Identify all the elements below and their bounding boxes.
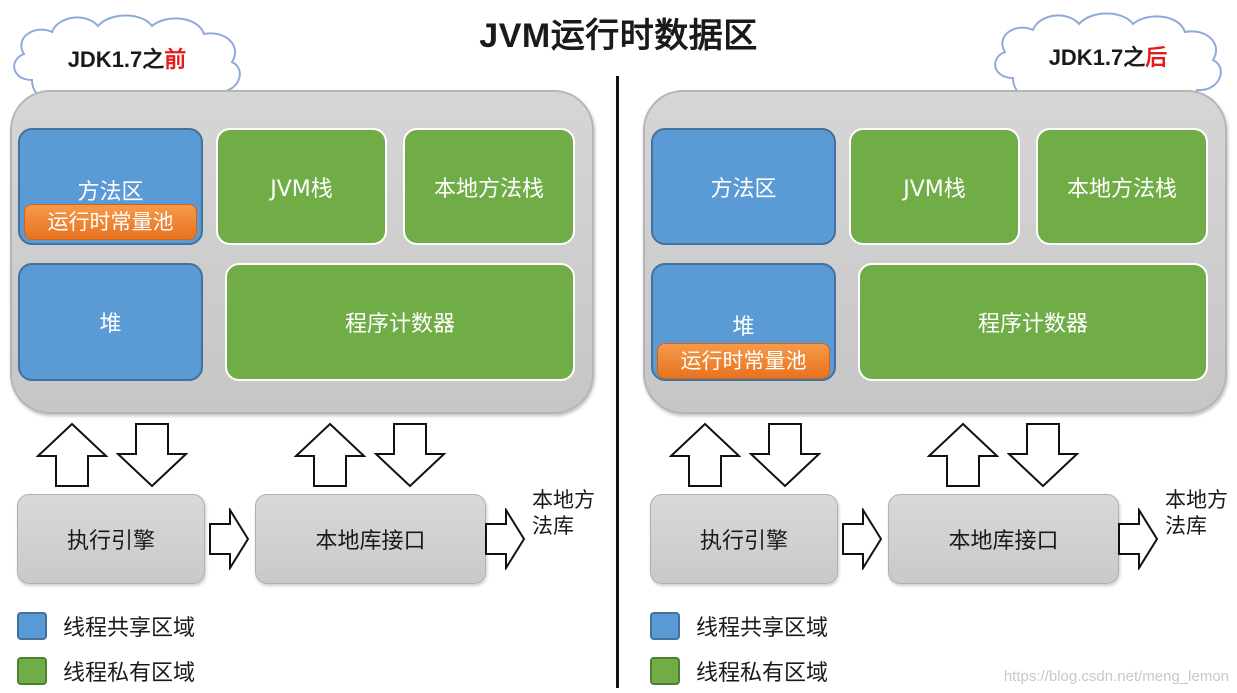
arrow-down-icon xyxy=(749,423,821,488)
heap-box: 堆 运行时常量池 xyxy=(651,263,836,381)
native-interface-label: 本地库接口 xyxy=(948,529,1059,554)
native-method-stack-box: 本地方法栈 xyxy=(1036,128,1208,245)
legend-swatch-private xyxy=(17,657,47,685)
native-library-line2: 法库 xyxy=(532,514,574,538)
arrow-up-icon xyxy=(669,422,741,487)
center-divider xyxy=(616,76,619,688)
arrow-right-icon xyxy=(209,508,250,570)
panel-before-jdk17: JDK1.7之前 方法区 运行时常量池 JVM栈 本地方法栈 堆 程序计数器 执… xyxy=(0,0,616,693)
cloud-label-prefix: JDK1.7之 xyxy=(1048,45,1146,70)
execution-engine-box: 执行引擎 xyxy=(650,494,838,584)
program-counter-label: 程序计数器 xyxy=(977,312,1088,337)
native-library-label: 本地方 法库 xyxy=(1165,487,1228,539)
legend-label-private: 线程私有区域 xyxy=(63,661,196,686)
runtime-constant-pool-box: 运行时常量池 xyxy=(657,343,830,379)
cloud-callout-after: JDK1.7之后 xyxy=(983,6,1233,106)
native-method-stack-label: 本地方法栈 xyxy=(433,176,544,202)
program-counter-label: 程序计数器 xyxy=(344,312,455,337)
legend-label-private: 线程私有区域 xyxy=(696,661,829,686)
jvm-stack-label: JVM栈 xyxy=(903,176,966,202)
page-title: JVM运行时数据区 xyxy=(479,17,758,55)
jvm-stack-label: JVM栈 xyxy=(270,176,333,202)
legend-swatch-shared xyxy=(17,612,47,640)
cloud-label-prefix: JDK1.7之 xyxy=(67,47,165,72)
watermark: https://blog.csdn.net/meng_lemon xyxy=(1003,668,1229,685)
program-counter-box: 程序计数器 xyxy=(225,263,575,381)
native-interface-label: 本地库接口 xyxy=(315,529,426,554)
program-counter-box: 程序计数器 xyxy=(858,263,1208,381)
method-area-box: 方法区 运行时常量池 xyxy=(18,128,203,245)
legend-shared: 线程共享区域 xyxy=(650,610,828,642)
heap-box: 堆 xyxy=(18,263,203,381)
native-interface-box: 本地库接口 xyxy=(255,494,486,584)
method-area-label: 方法区 xyxy=(710,176,777,202)
heap-label: 堆 xyxy=(99,312,122,337)
arrow-down-icon xyxy=(374,423,446,488)
arrow-right-icon xyxy=(842,508,883,570)
native-library-line1: 本地方 xyxy=(1165,488,1228,512)
method-area-box: 方法区 xyxy=(651,128,836,245)
legend-label-shared: 线程共享区域 xyxy=(696,616,829,641)
native-method-stack-box: 本地方法栈 xyxy=(403,128,575,245)
arrow-down-icon xyxy=(1007,423,1079,488)
native-interface-box: 本地库接口 xyxy=(888,494,1119,584)
legend-private: 线程私有区域 xyxy=(650,655,828,687)
arrow-right-icon xyxy=(485,508,526,570)
native-method-stack-label: 本地方法栈 xyxy=(1066,176,1177,202)
method-area-label: 方法区 xyxy=(77,180,144,205)
cloud-label-after: JDK1.7之后 xyxy=(983,40,1233,72)
native-library-line2: 法库 xyxy=(1165,514,1207,538)
arrow-right-icon xyxy=(1118,508,1159,570)
execution-engine-label: 执行引擎 xyxy=(699,529,788,554)
execution-engine-label: 执行引擎 xyxy=(66,529,155,554)
legend-swatch-private xyxy=(650,657,680,685)
legend-label-shared: 线程共享区域 xyxy=(63,616,196,641)
jvm-stack-box: JVM栈 xyxy=(849,128,1020,245)
jvm-stack-box: JVM栈 xyxy=(216,128,387,245)
panel-after-jdk17: JDK1.7之后 方法区 JVM栈 本地方法栈 堆 运行时常量池 程序计数器 执… xyxy=(633,0,1237,693)
cloud-label-highlight: 后 xyxy=(1145,45,1168,70)
runtime-constant-pool-box: 运行时常量池 xyxy=(24,204,197,240)
arrow-up-icon xyxy=(927,422,999,487)
legend-shared: 线程共享区域 xyxy=(17,610,195,642)
native-library-line1: 本地方 xyxy=(532,488,595,512)
execution-engine-box: 执行引擎 xyxy=(17,494,205,584)
native-library-label: 本地方 法库 xyxy=(532,487,595,539)
cloud-label-before: JDK1.7之前 xyxy=(2,42,252,74)
arrow-up-icon xyxy=(294,422,366,487)
heap-label: 堆 xyxy=(732,315,755,340)
legend-swatch-shared xyxy=(650,612,680,640)
cloud-label-highlight: 前 xyxy=(164,47,187,72)
arrow-down-icon xyxy=(116,423,188,488)
legend-private: 线程私有区域 xyxy=(17,655,195,687)
arrow-up-icon xyxy=(36,422,108,487)
